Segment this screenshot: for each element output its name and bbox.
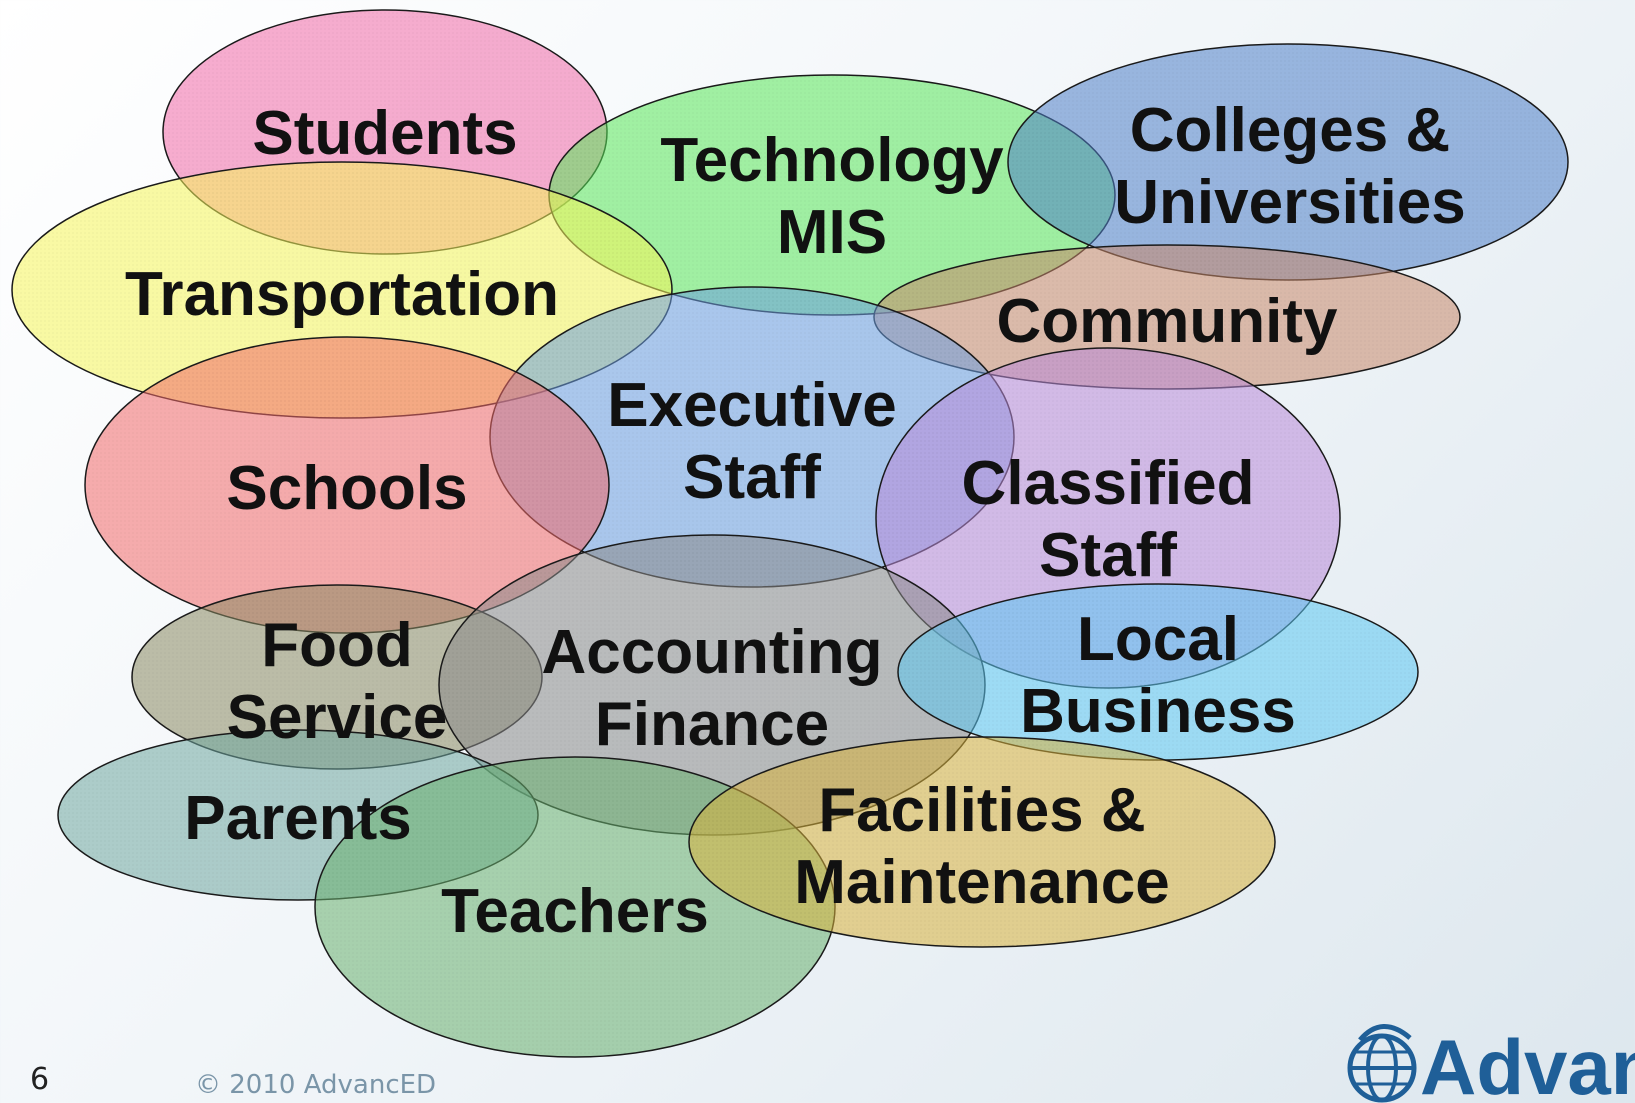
- transportation-label-line: Transportation: [125, 260, 559, 329]
- classified-label-line: Staff: [1039, 521, 1177, 590]
- globe-icon: [1347, 1024, 1417, 1103]
- transportation-label: Transportation: [125, 260, 559, 329]
- schools-label: Schools: [226, 454, 467, 523]
- page-number: 6: [30, 1062, 50, 1097]
- advanced-logo: Advan: [1340, 1020, 1635, 1103]
- accounting-label-line: Accounting: [542, 618, 883, 687]
- teachers-label: Teachers: [441, 877, 709, 946]
- executive-label-line: Executive: [607, 371, 897, 440]
- students-label: Students: [252, 99, 517, 168]
- accounting-label-line: Finance: [595, 690, 829, 759]
- facilities-label: Facilities &Maintenance: [794, 776, 1170, 917]
- technology-ellipse-texture: [549, 75, 1115, 315]
- students-label-line: Students: [252, 99, 517, 168]
- colleges-ellipse-texture: [1008, 44, 1568, 280]
- local-label-line: Business: [1020, 677, 1296, 746]
- schools-label-line: Schools: [226, 454, 467, 523]
- logo-wordmark: Advan: [1420, 1023, 1635, 1103]
- facilities-ellipse-texture: [689, 737, 1275, 947]
- copyright-notice: © 2010 AdvancED: [195, 1070, 437, 1100]
- food-label-line: Service: [227, 683, 448, 752]
- facilities-label-line: Facilities &: [818, 776, 1145, 845]
- colleges-label-line: Colleges &: [1130, 96, 1450, 165]
- local-label-line: Local: [1077, 605, 1239, 674]
- local-ellipse-texture: [898, 584, 1418, 760]
- food-label-line: Food: [261, 611, 413, 680]
- parents-label: Parents: [184, 784, 411, 853]
- teachers-label-line: Teachers: [441, 877, 709, 946]
- community-ellipse-texture: [874, 245, 1460, 389]
- schools-ellipse-texture: [85, 337, 609, 633]
- technology-label-line: Technology: [660, 126, 1004, 195]
- community-label-line: Community: [997, 287, 1339, 356]
- classified-label-line: Classified: [962, 449, 1255, 518]
- technology-label-line: MIS: [777, 198, 887, 267]
- colleges-label-line: Universities: [1114, 168, 1466, 237]
- colleges-label: Colleges &Universities: [1114, 96, 1466, 237]
- executive-label-line: Staff: [683, 443, 821, 512]
- facilities-label-line: Maintenance: [794, 848, 1170, 917]
- food-ellipse-texture: [132, 585, 542, 769]
- parents-label-line: Parents: [184, 784, 411, 853]
- community-label: Community: [997, 287, 1339, 356]
- transportation-ellipse-texture: [12, 162, 672, 418]
